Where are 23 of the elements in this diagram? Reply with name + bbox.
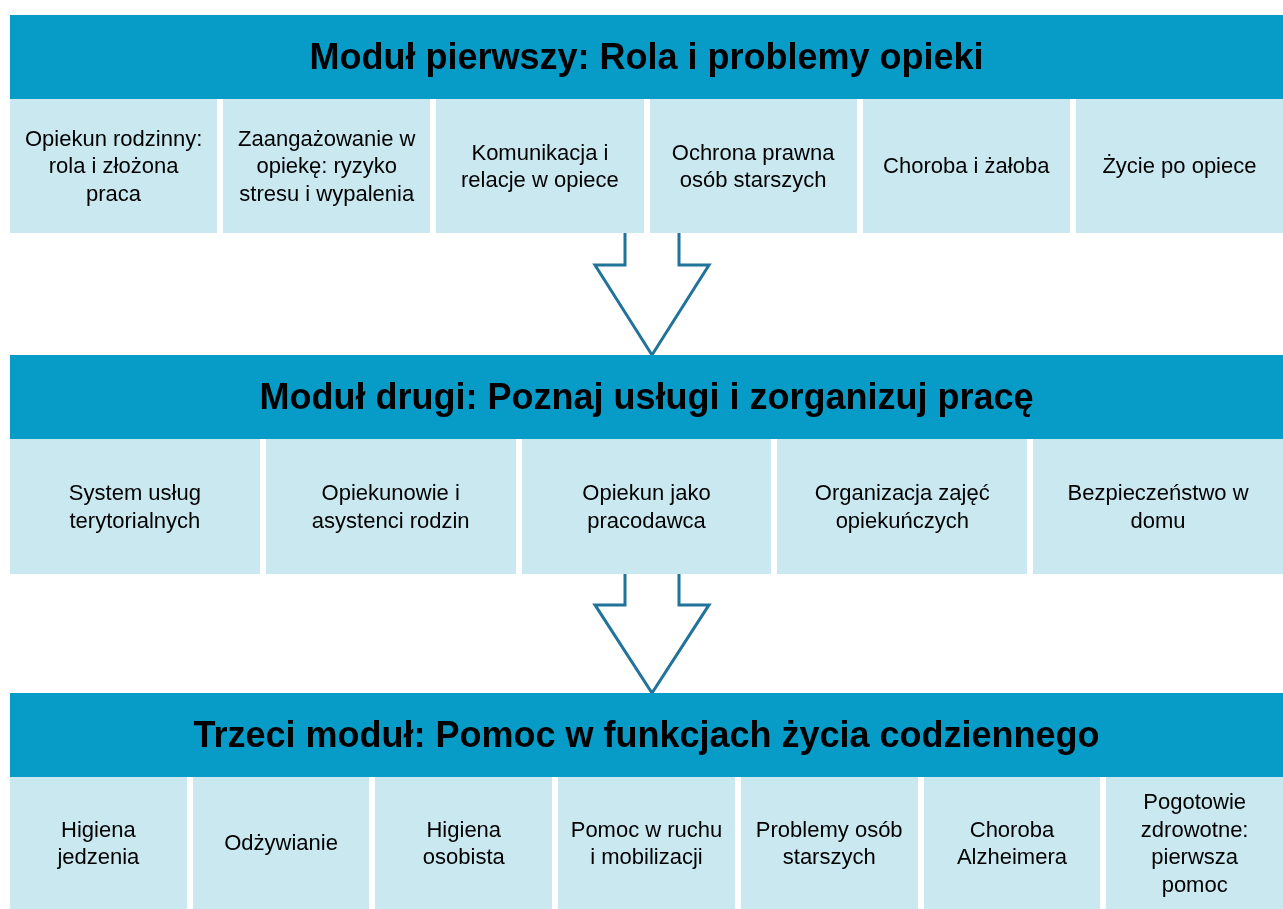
topic-box: Pogotowie zdrowotne: pierwsza pomoc [1106, 777, 1283, 909]
block-arrow [592, 572, 712, 696]
topic-box: Komunikacja i relacje w opiece [436, 99, 644, 233]
topic-box: Ochrona prawna osób starszych [649, 99, 857, 233]
topic-box: Higiena osobista [375, 777, 553, 909]
topic-box: Opiekun rodzinny: rola i złożona praca [10, 99, 218, 233]
topic-box: Odżywianie [192, 777, 370, 909]
topic-box: Życie po opiece [1075, 99, 1283, 233]
module-header: Moduł pierwszy: Rola i problemy opieki [10, 15, 1283, 99]
topic-box: Opiekunowie i asystenci rodzin [265, 439, 516, 574]
topic-box: Problemy osób starszych [740, 777, 918, 909]
topic-box: Organizacja zajęć opiekuńczych [777, 439, 1028, 574]
topic-box: Bezpieczeństwo w domu [1033, 439, 1283, 574]
topic-box: Zaangażowanie w opiekę: ryzyko stresu i wypalenia [223, 99, 431, 233]
topic-box: Opiekun jako pracodawca [521, 439, 772, 574]
block-arrow [592, 231, 712, 358]
module-header: Trzeci moduł: Pomoc w funkcjach życia codziennego [10, 693, 1283, 777]
topic-box: Choroba Alzheimera [923, 777, 1101, 909]
topic-box: System usług terytorialnych [10, 439, 260, 574]
topic-box: Choroba i żałoba [862, 99, 1070, 233]
topic-box: Pomoc w ruchu i mobilizacji [558, 777, 735, 909]
topic-box: Higiena jedzenia [10, 777, 187, 909]
module-header: Moduł drugi: Poznaj usługi i zorganizuj pracę [10, 355, 1283, 439]
